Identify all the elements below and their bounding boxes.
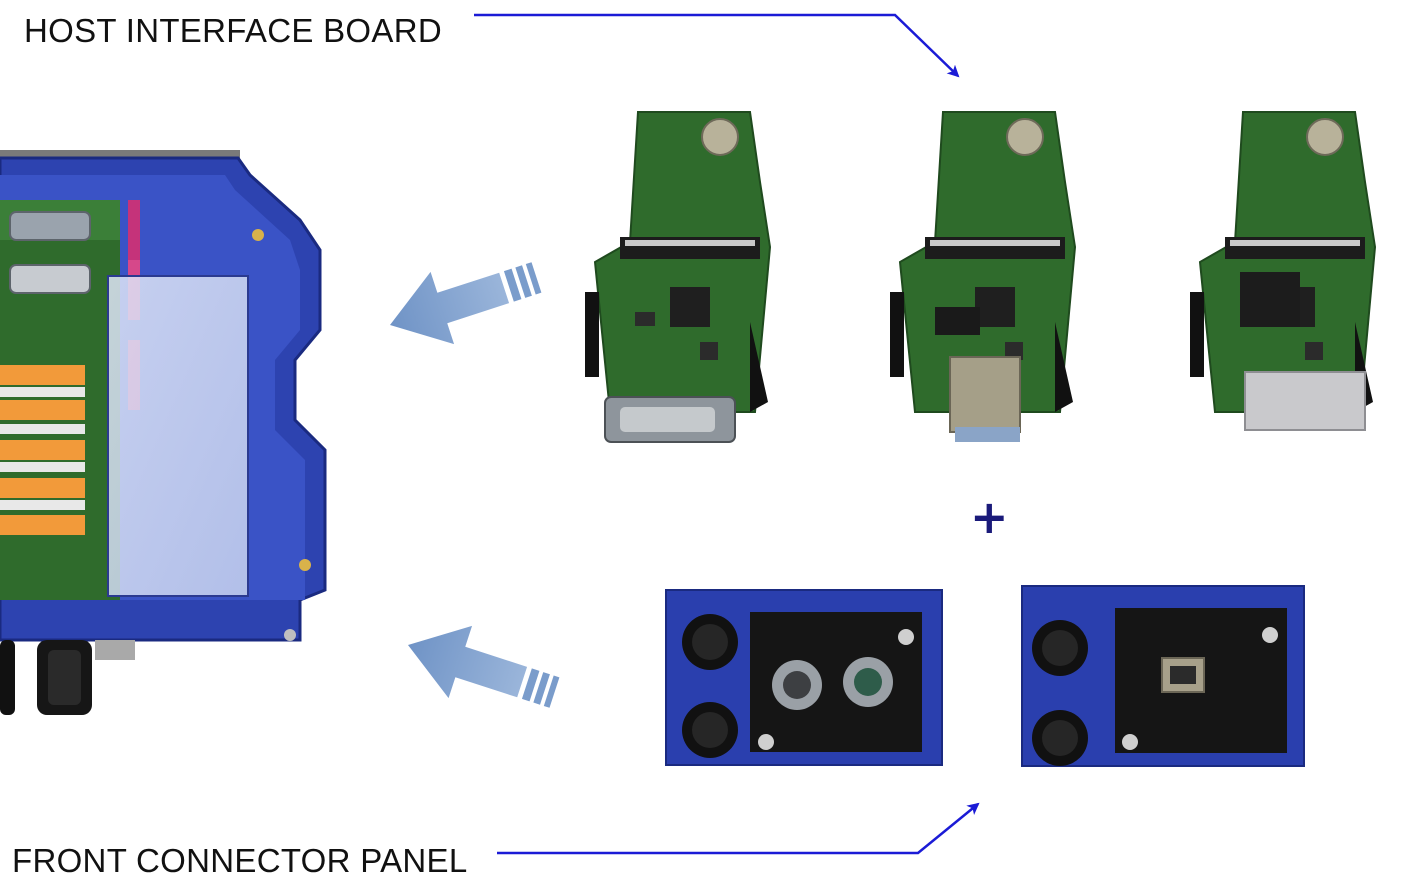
front-connector-panel-image xyxy=(1021,585,1305,767)
left-arrow-icon xyxy=(390,262,542,345)
enclosure-image xyxy=(0,150,327,715)
front-connector-panel-label: FRONT CONNECTOR PANEL xyxy=(12,842,468,879)
host-interface-board-image xyxy=(890,111,1077,442)
left-arrow-icon xyxy=(408,625,560,708)
host-interface-board-image xyxy=(585,111,772,443)
front-connector-panel-image xyxy=(665,589,943,766)
pointer-arrow-icon xyxy=(474,13,960,78)
plus-icon: + xyxy=(970,490,1009,544)
host-interface-board-label: HOST INTERFACE BOARD xyxy=(24,12,442,49)
host-interface-board-image xyxy=(1190,111,1377,431)
pointer-arrow-icon xyxy=(497,802,980,855)
